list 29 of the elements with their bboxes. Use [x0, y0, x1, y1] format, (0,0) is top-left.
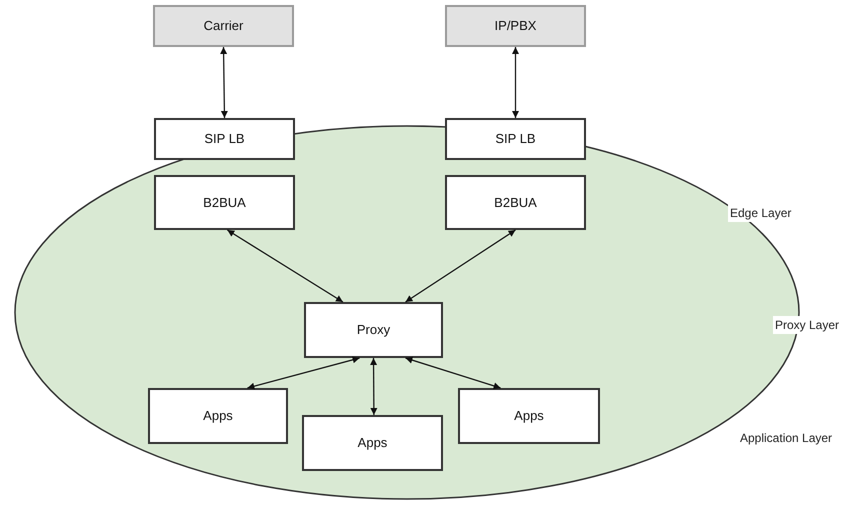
- box-label: IP/PBX: [494, 17, 536, 36]
- box-label: Apps: [358, 434, 388, 452]
- arrow: [220, 47, 228, 118]
- component-box: [304, 302, 443, 358]
- arrow: [512, 47, 519, 118]
- layer-label: Edge Layer: [728, 204, 794, 222]
- box-label: Proxy: [356, 321, 390, 340]
- component-box: [445, 175, 586, 230]
- box-label: SIP LB: [204, 130, 245, 148]
- box-label: B2BUA: [494, 194, 537, 212]
- arrow: [405, 230, 516, 302]
- arrow: [227, 230, 344, 302]
- box-label: SIP LB: [495, 130, 536, 148]
- layer-label: Proxy Layer: [773, 316, 842, 334]
- box-label: B2BUA: [203, 194, 246, 212]
- box-label: Carrier: [204, 17, 244, 36]
- arrow: [370, 358, 378, 415]
- box-label: Apps: [203, 407, 233, 426]
- box-label: Apps: [514, 407, 544, 426]
- arrow: [405, 356, 501, 390]
- component-box: [153, 5, 294, 47]
- component-box: [445, 5, 586, 47]
- component-box: [445, 118, 586, 160]
- component-box: [458, 388, 600, 444]
- component-box: [154, 175, 295, 230]
- component-box: [148, 388, 288, 444]
- component-box: [154, 118, 295, 160]
- arrow: [247, 356, 360, 390]
- component-box: [302, 415, 443, 471]
